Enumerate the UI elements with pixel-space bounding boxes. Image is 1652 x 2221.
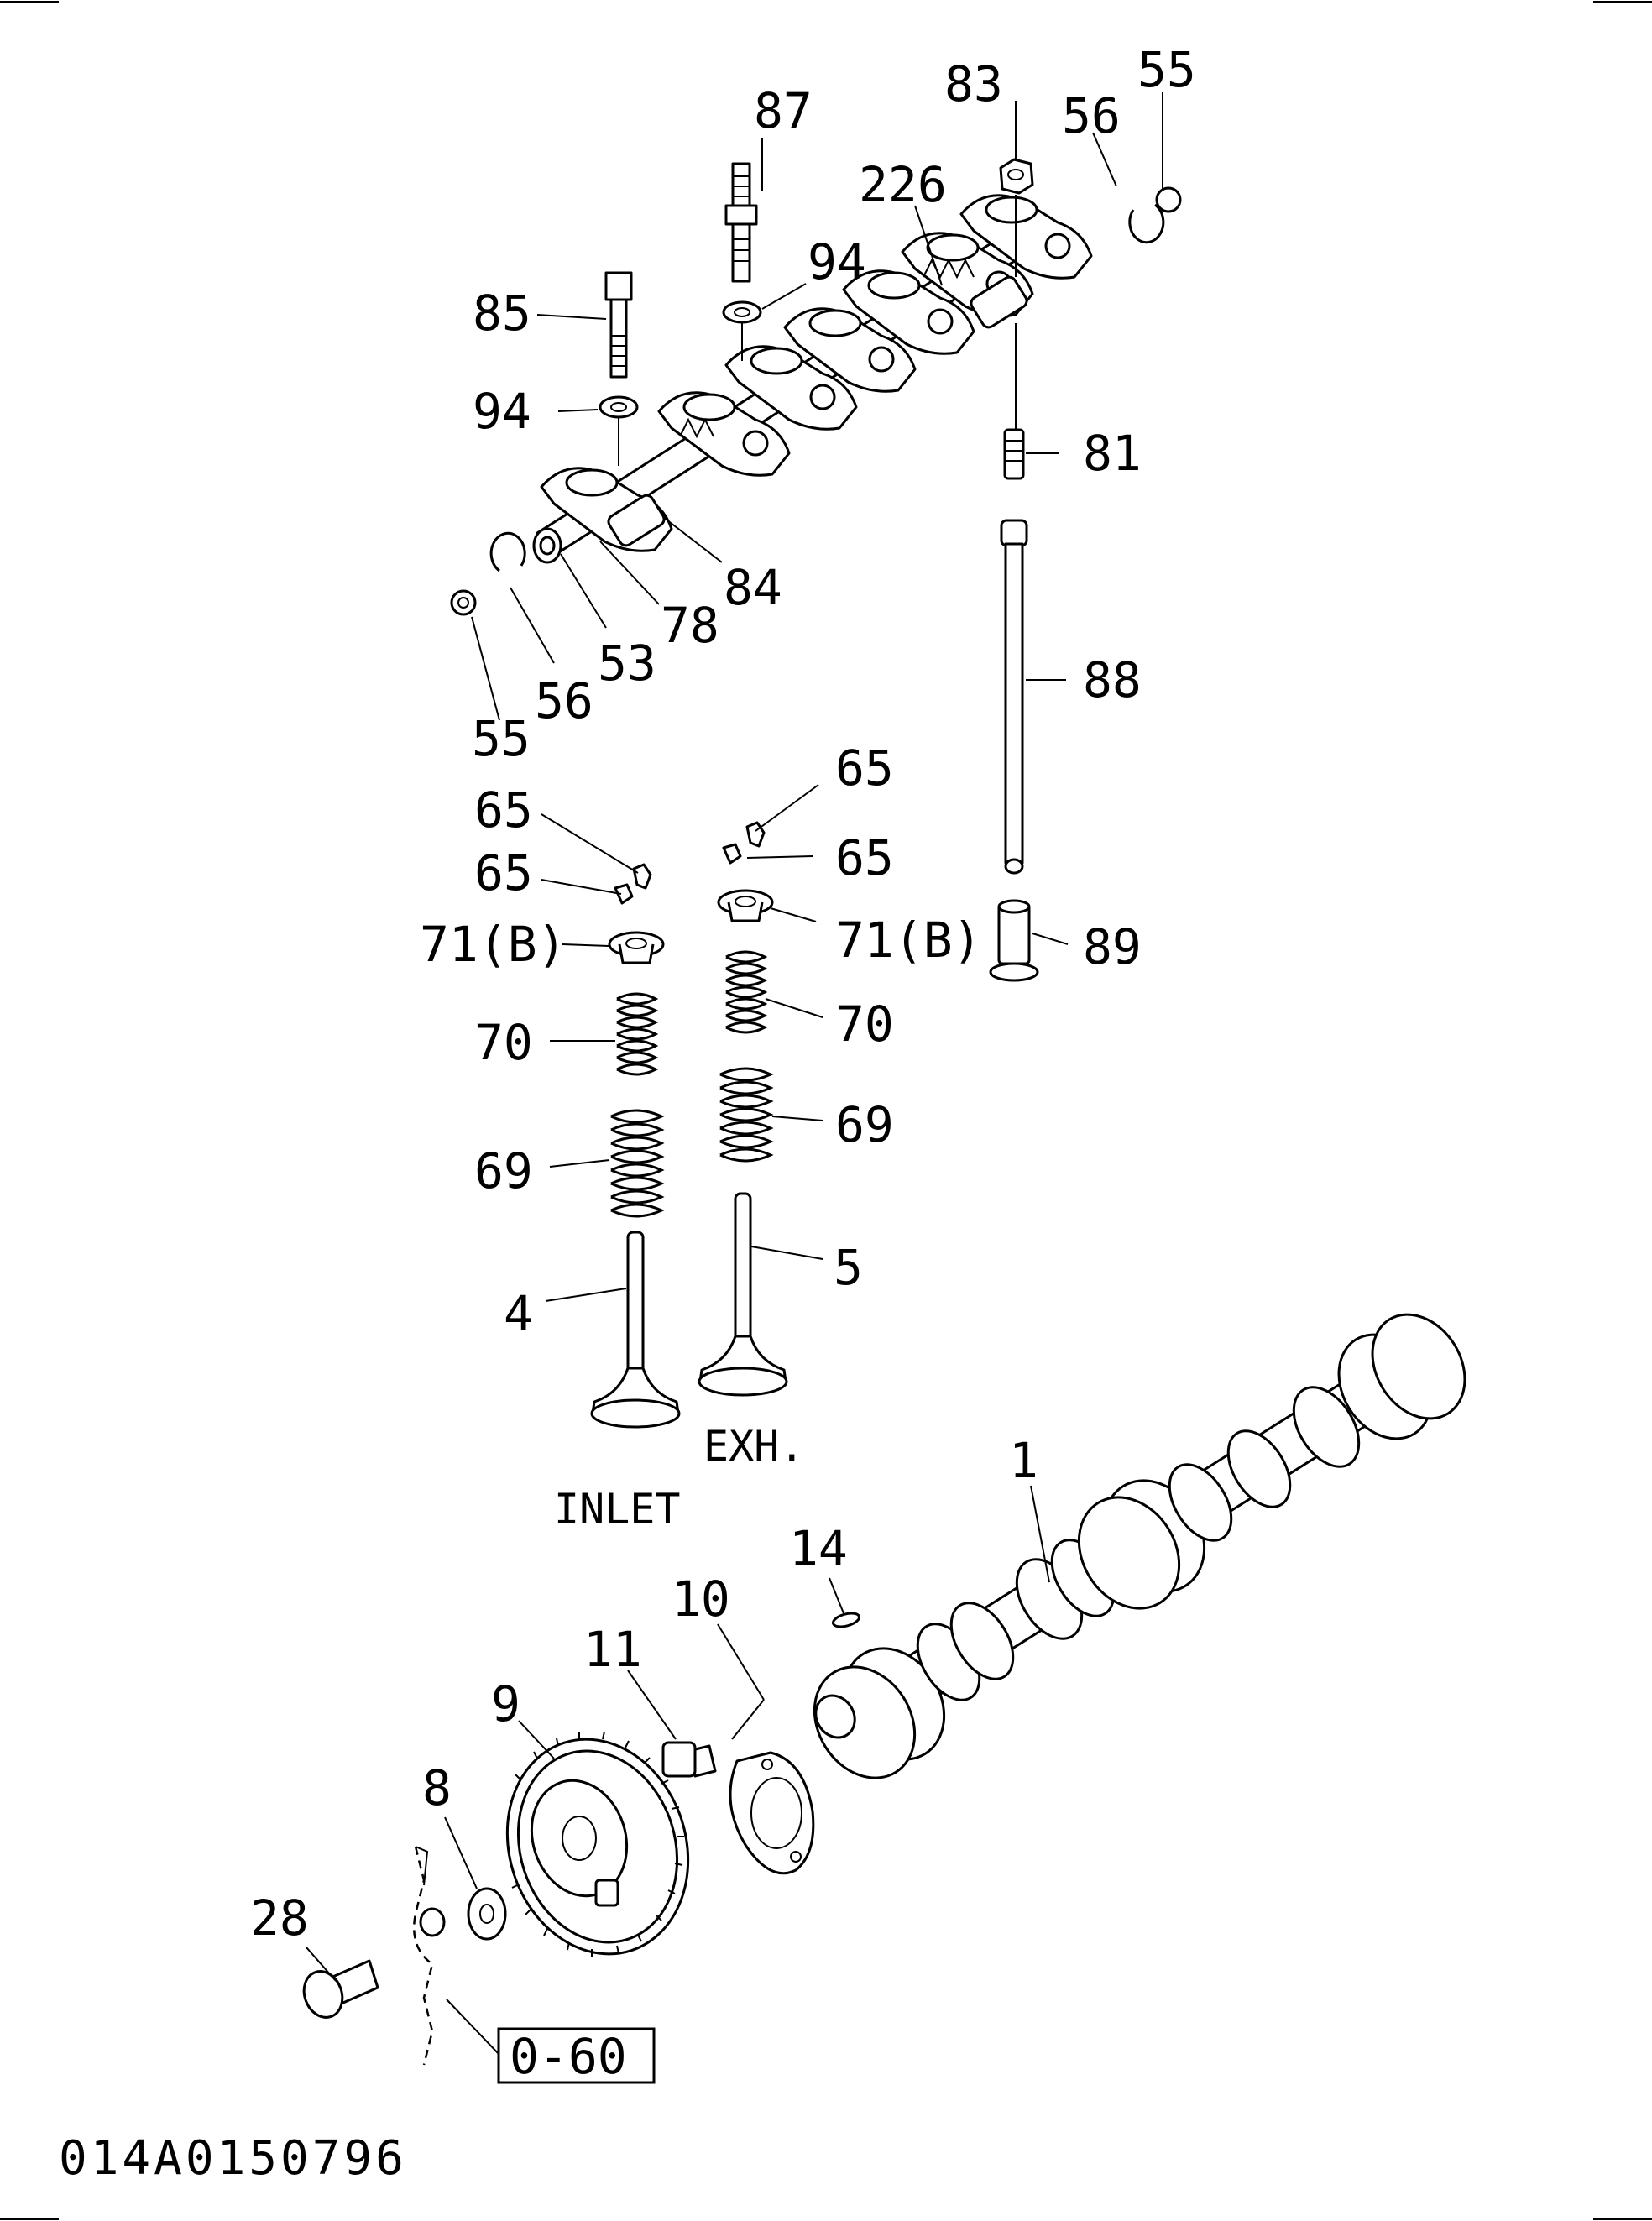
label-65: 65 [474, 844, 533, 901]
leader-lines [306, 92, 1163, 2056]
rocker-arm [783, 307, 917, 393]
cam-lobe [1226, 1429, 1292, 1508]
label-56: 56 [1062, 87, 1121, 144]
caption-inlet: INLET [554, 1485, 681, 1534]
label-11: 11 [583, 1621, 642, 1678]
valve-spring-69 [610, 1109, 665, 1218]
exhaust-valve-group [698, 821, 788, 1397]
label-1: 1 [1009, 1432, 1038, 1489]
washer-94 [599, 395, 639, 419]
inlet-valve-4 [590, 1231, 681, 1429]
valve-spring-70 [616, 992, 659, 1076]
label-84: 84 [724, 559, 782, 616]
valve-cotter-65 [632, 863, 652, 890]
label-78: 78 [661, 597, 719, 654]
thrust-plate-10 [729, 1751, 815, 1875]
bolt-85 [604, 271, 633, 379]
gear-case-plate [412, 1846, 446, 2066]
rocker-arm [657, 391, 791, 477]
gear-pin [594, 1879, 620, 1907]
caption-exhaust: EXH. [703, 1422, 804, 1471]
label-94: 94 [473, 383, 531, 440]
label-71b: 71(B) [420, 916, 567, 973]
inlet-valve-group [590, 863, 681, 1429]
label-83: 83 [944, 55, 1003, 112]
camshaft-1 [813, 1313, 1466, 1779]
push-rod-88 [1000, 519, 1028, 875]
cam-journal [813, 1647, 946, 1779]
rocker-bracket [970, 275, 1028, 329]
bolt-28 [302, 1959, 379, 2019]
rocker-arm [724, 345, 858, 431]
label-55: 55 [472, 710, 531, 767]
nut-83 [999, 158, 1034, 195]
washer-94 [722, 300, 762, 324]
label-4: 4 [504, 1285, 533, 1342]
label-70: 70 [474, 1014, 533, 1071]
woodruff-key-14 [831, 1612, 861, 1628]
bolt-11 [661, 1741, 717, 1778]
camshaft-gear-9 [505, 1731, 690, 1957]
label-8: 8 [422, 1759, 452, 1816]
tappet-89 [989, 899, 1039, 982]
label-226: 226 [859, 156, 947, 213]
label-81: 81 [1083, 425, 1142, 482]
reference-box: 0-60 [497, 2027, 656, 2085]
label-65: 65 [835, 829, 894, 886]
cam-lobe [949, 1602, 1015, 1680]
snap-ring-56 [1128, 203, 1165, 244]
reference-box-label: 0-60 [510, 2028, 627, 2085]
label-10: 10 [672, 1570, 730, 1628]
label-65: 65 [835, 739, 894, 797]
rocker-bracket [607, 494, 666, 547]
label-5: 5 [834, 1239, 863, 1296]
rocker-spring [679, 258, 975, 439]
plug-55 [1155, 186, 1182, 213]
valve-cotter-65 [614, 883, 634, 905]
snap-ring-56 [489, 531, 526, 572]
label-28: 28 [250, 1889, 309, 1947]
label-70: 70 [835, 996, 894, 1053]
part-number-labels: 87 83 55 56 226 94 85 94 81 84 78 53 56 … [250, 41, 1196, 1947]
label-55: 55 [1137, 41, 1196, 98]
label-53: 53 [598, 635, 656, 692]
document-id: 014A0150796 [59, 2131, 407, 2186]
label-88: 88 [1083, 651, 1142, 708]
adjusting-screw-81 [1003, 428, 1025, 480]
label-69: 69 [474, 1142, 533, 1199]
cam-lobe [1292, 1386, 1361, 1468]
rocker-shaft-assembly [532, 194, 1093, 564]
camshaft-nose [814, 1694, 856, 1739]
exhaust-valve-5 [698, 1192, 788, 1397]
label-9: 9 [491, 1675, 520, 1732]
rocker-arm [842, 269, 975, 355]
valve-spring-69 [719, 1067, 774, 1163]
cam-journal [1337, 1313, 1466, 1440]
rocker-arm [959, 194, 1093, 280]
label-56: 56 [535, 672, 593, 729]
plug-55 [450, 589, 477, 616]
stud-87 [724, 162, 758, 283]
label-65: 65 [474, 781, 533, 839]
label-69: 69 [835, 1096, 894, 1153]
label-85: 85 [473, 285, 531, 342]
label-94: 94 [808, 233, 866, 290]
label-14: 14 [789, 1520, 848, 1577]
washer-8 [467, 1887, 507, 1941]
valve-cotter-65 [722, 843, 742, 865]
valve-spring-70 [725, 950, 768, 1034]
cam-lobe [1168, 1463, 1233, 1542]
label-87: 87 [754, 82, 813, 139]
label-89: 89 [1083, 918, 1142, 975]
label-71b: 71(B) [835, 912, 982, 969]
